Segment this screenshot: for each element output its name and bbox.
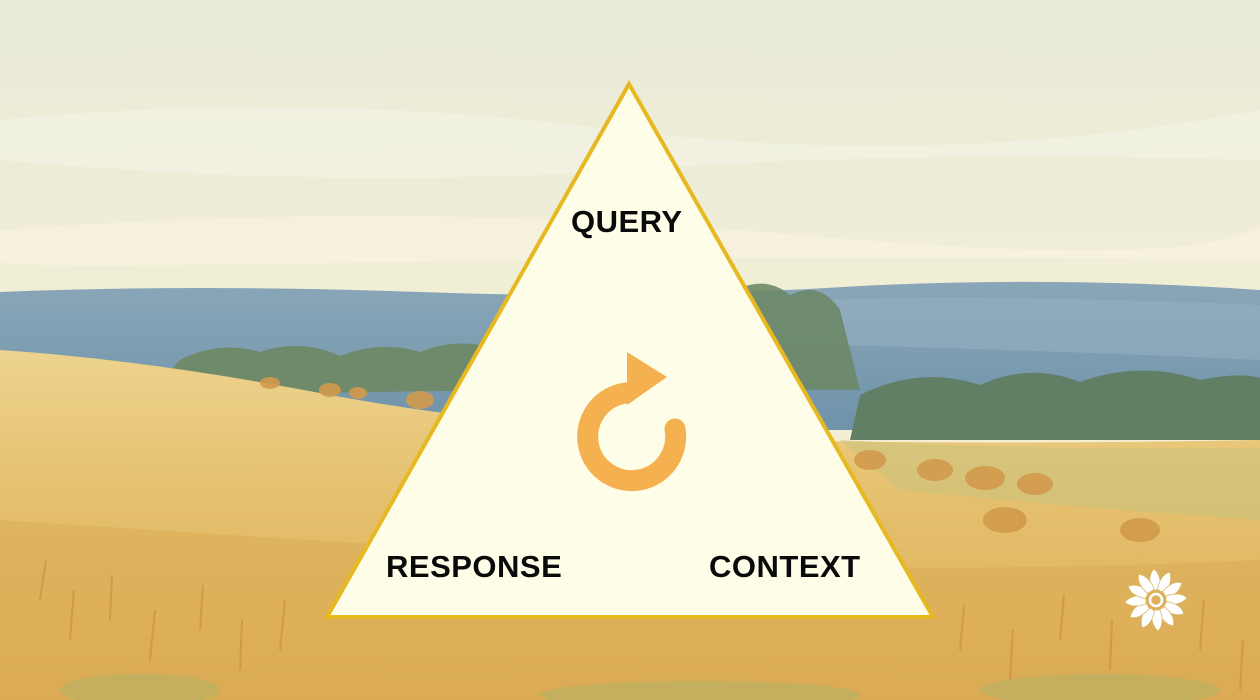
node-label-response: RESPONSE [386,549,563,584]
circular-arrow-refresh-icon [577,352,687,492]
node-label-context: CONTEXT [709,549,861,584]
flower-logo-icon [1124,568,1188,632]
triangle-shape [323,79,937,619]
node-label-query: QUERY [571,204,683,239]
